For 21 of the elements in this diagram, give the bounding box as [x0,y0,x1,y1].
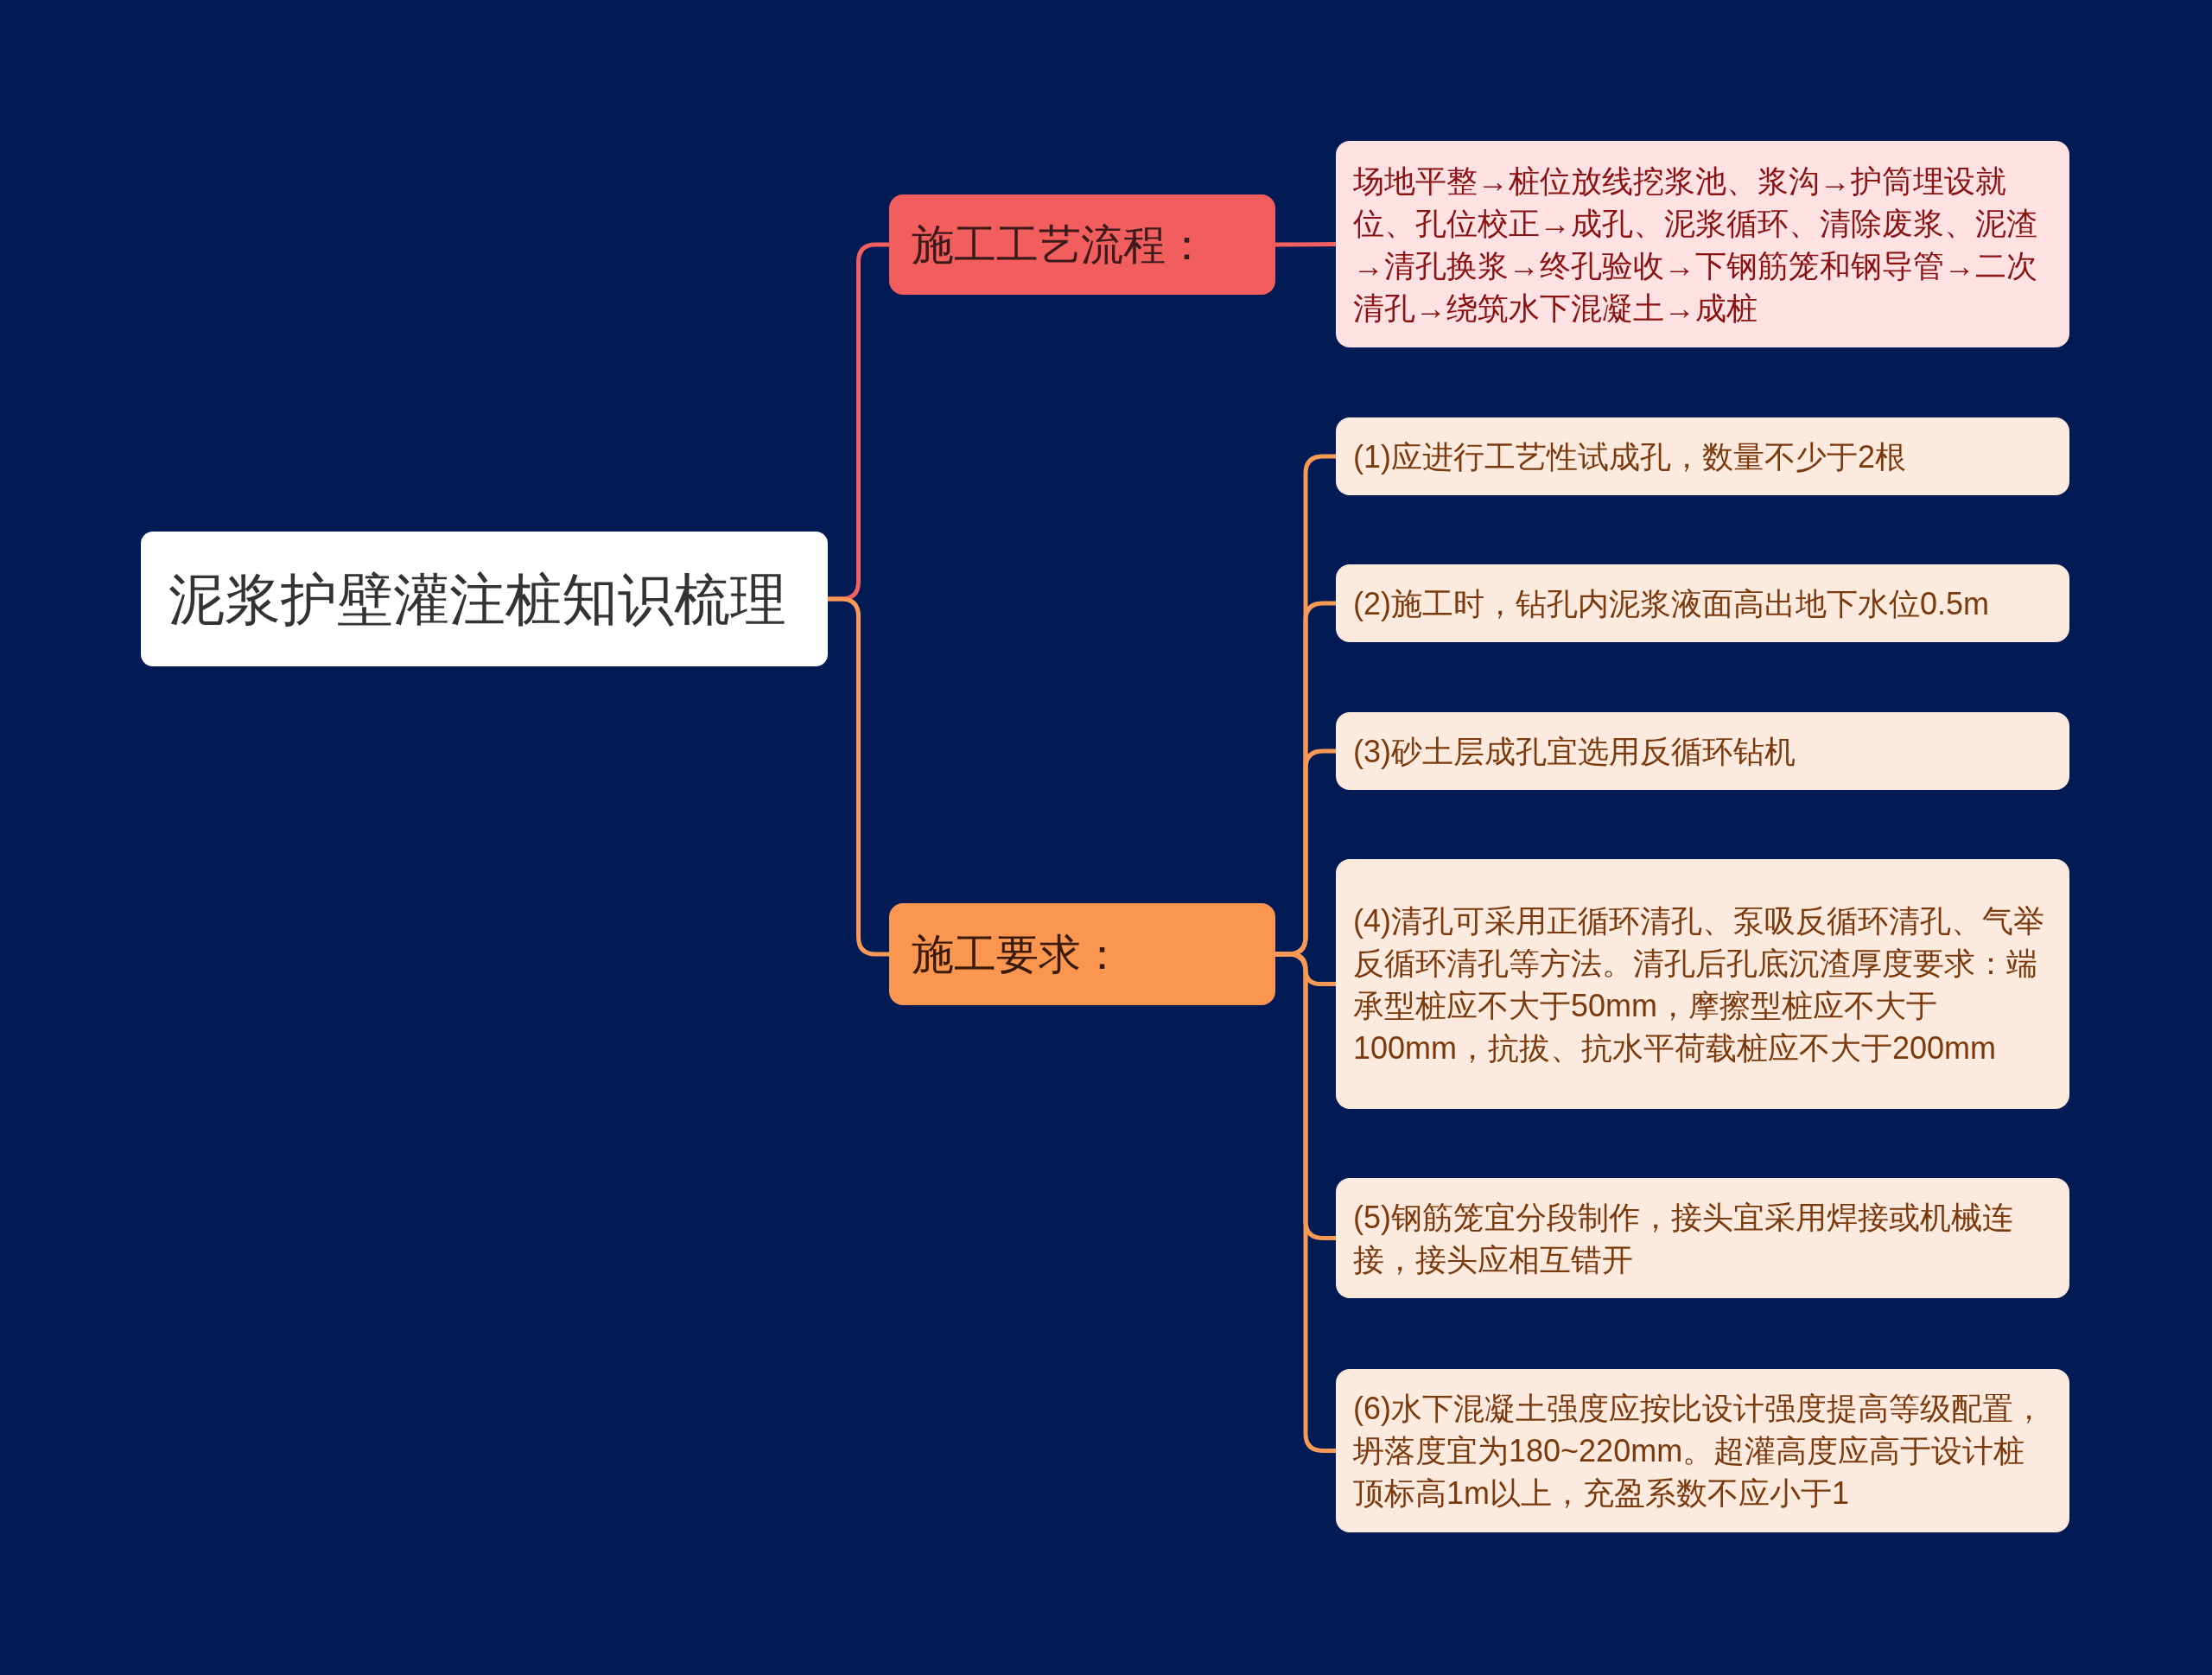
detail-box [1336,564,2069,642]
topic-text: (3)砂土层成孔宜选用反循环钻机 [1353,732,1796,771]
detail-box [1336,712,2069,790]
topic-text: (6)水下混凝土强度应按比设计强度提高等级配置，坍落度宜为180~220mm。超灌高度应高于设计桩顶标高1m以上，充盈系数不应小于1 [1353,1390,2045,1513]
topic-text: 泥浆护壁灌注桩知识梳理 [168,566,786,633]
detail-box [1336,417,2069,495]
topic-text: 施工要求： [912,930,1123,979]
detail-box [1336,1369,2069,1532]
detail-box [1336,1178,2069,1298]
root-topic-box [141,532,828,666]
topic-text: (4)清孔可采用正循环清孔、泵吸反循环清孔、气举反循环清孔等方法。清孔后孔底沉渣厚度要求：端承型桩应不大于50mm，摩擦型桩应不大于100mm，抗拔、抗水平荷载桩应不大于200mm [1353,901,2045,1067]
topic-text: 场地平整→桩位放线挖浆池、浆沟→护筒埋设就位、孔位校正→成孔、泥浆循环、清除废浆、泥渣→清孔换浆→终孔验收→下钢筋笼和钢导管→二次清孔→绕筑水下混凝土→成桩 [1353,162,2038,328]
connector-line [1275,242,1336,247]
topic-text: (5)钢筋笼宜分段制作，接头宜采用焊接或机械连接，接头应相互错开 [1353,1198,2014,1279]
topic-text: (1)应进行工艺性试成孔，数量不少于2根 [1353,437,1907,476]
detail-box [1336,859,2069,1109]
branch-topic-box [889,194,1275,295]
detail-box [1336,141,2069,347]
topic-text: 施工工艺流程： [912,220,1208,270]
branch-topic-box [889,903,1275,1005]
topic-text: (2)施工时，钻孔内泥浆液面高出地下水位0.5m [1353,584,1990,623]
